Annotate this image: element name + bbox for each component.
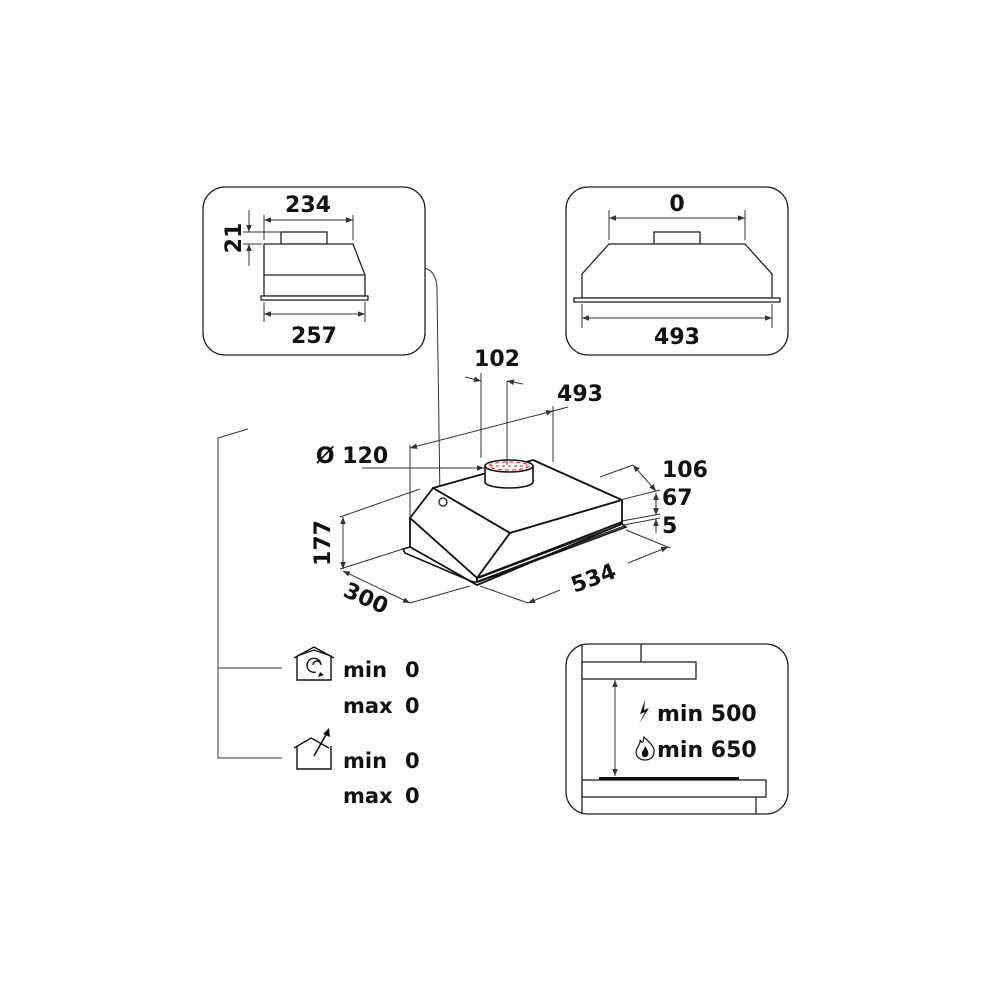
lightning-icon bbox=[639, 700, 649, 724]
hob bbox=[599, 777, 739, 780]
installation-bracket bbox=[217, 428, 282, 759]
height-total-label: 177 bbox=[311, 520, 336, 566]
front-bottom-width-label: 493 bbox=[654, 325, 700, 350]
recirculation-house-icon bbox=[293, 646, 335, 681]
cabinet-shelf bbox=[581, 661, 697, 680]
main-dimensions: 102 493 Ø 120 177 300 534 106 67 bbox=[311, 347, 708, 620]
outlet-span-label: 493 bbox=[557, 382, 603, 407]
side-outlet bbox=[280, 231, 328, 245]
extraction-max-label: max bbox=[343, 784, 393, 808]
flame-icon bbox=[635, 735, 655, 761]
side-top-width-label: 234 bbox=[285, 193, 331, 218]
outlet-marker bbox=[488, 461, 530, 471]
extraction-min-label: min bbox=[343, 749, 387, 773]
side-top-label: 106 bbox=[662, 458, 708, 483]
side-mid-label: 67 bbox=[662, 486, 693, 511]
recirculation-max-value: 0 bbox=[405, 694, 420, 718]
recirculation-max-label: max bbox=[343, 694, 393, 718]
side-hood-body bbox=[263, 243, 366, 297]
electric-clearance-label: min 500 bbox=[657, 702, 757, 727]
front-view-panel: 0 493 bbox=[565, 186, 789, 356]
extraction-min-value: 0 bbox=[405, 749, 420, 773]
outlet-offset-label: 102 bbox=[474, 347, 520, 372]
leader-line bbox=[424, 267, 441, 501]
recirculation-min-value: 0 bbox=[405, 658, 420, 682]
clearance-panel: min 500 min 650 bbox=[565, 643, 789, 815]
side-bottom-width-label: 257 bbox=[291, 324, 337, 349]
side-view-panel: 234 21 257 bbox=[202, 186, 426, 356]
side-outlet-height-label: 21 bbox=[222, 223, 247, 254]
width-label: 534 bbox=[568, 559, 620, 598]
extraction-house-icon bbox=[293, 728, 332, 770]
extraction-max-value: 0 bbox=[405, 784, 420, 808]
worktop bbox=[581, 779, 767, 798]
depth-label: 300 bbox=[340, 578, 392, 620]
recirculation-min-label: min bbox=[343, 658, 387, 682]
side-flange-label: 5 bbox=[662, 514, 677, 539]
outlet-diameter-label: Ø 120 bbox=[316, 444, 388, 469]
front-hood-body bbox=[581, 243, 773, 299]
gas-clearance-label: min 650 bbox=[657, 738, 757, 763]
front-top-width-label: 0 bbox=[669, 192, 684, 217]
